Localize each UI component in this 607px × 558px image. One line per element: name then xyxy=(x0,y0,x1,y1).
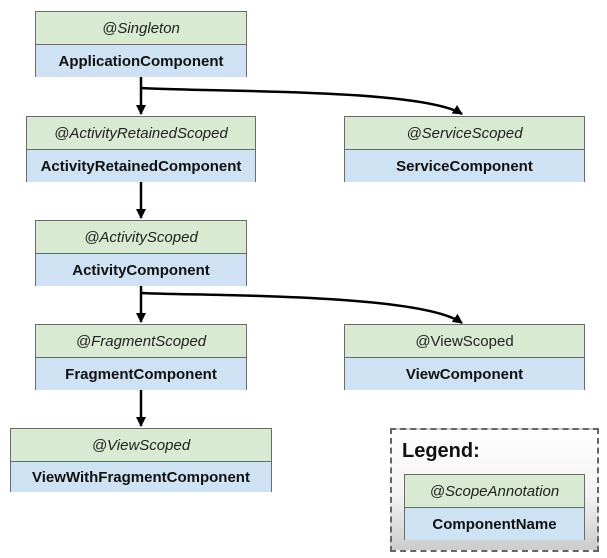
component-label: ServiceComponent xyxy=(345,150,584,182)
node-activity-retained-component: @ActivityRetainedScoped ActivityRetained… xyxy=(26,116,256,182)
scope-label: @ActivityScoped xyxy=(36,221,246,254)
node-service-component: @ServiceScoped ServiceComponent xyxy=(344,116,585,182)
legend-component-label: ComponentName xyxy=(405,508,584,540)
scope-label: @ServiceScoped xyxy=(345,117,584,150)
component-label: ViewWithFragmentComponent xyxy=(11,462,271,492)
node-activity-component: @ActivityScoped ActivityComponent xyxy=(35,220,247,286)
legend-scope-label: @ScopeAnnotation xyxy=(405,475,584,508)
scope-label: @FragmentScoped xyxy=(36,325,246,358)
component-label: ActivityComponent xyxy=(36,254,246,286)
legend: Legend: @ScopeAnnotation ComponentName xyxy=(390,428,599,552)
scope-label: @ViewScoped xyxy=(11,429,271,462)
scope-label: @Singleton xyxy=(36,12,246,45)
component-label: FragmentComponent xyxy=(36,358,246,390)
node-view-with-fragment-component: @ViewScoped ViewWithFragmentComponent xyxy=(10,428,272,492)
legend-title: Legend: xyxy=(402,440,480,462)
component-label: ViewComponent xyxy=(345,358,584,390)
legend-sample-node: @ScopeAnnotation ComponentName xyxy=(404,474,585,540)
edge-activity-to-view xyxy=(140,291,463,325)
scope-label: @ViewScoped xyxy=(345,325,584,358)
edge-application-to-service xyxy=(140,86,463,116)
node-application-component: @Singleton ApplicationComponent xyxy=(35,11,247,77)
node-view-component: @ViewScoped ViewComponent xyxy=(344,324,585,390)
component-label: ActivityRetainedComponent xyxy=(27,150,255,182)
scope-label: @ActivityRetainedScoped xyxy=(27,117,255,150)
node-fragment-component: @FragmentScoped FragmentComponent xyxy=(35,324,247,390)
component-label: ApplicationComponent xyxy=(36,45,246,77)
